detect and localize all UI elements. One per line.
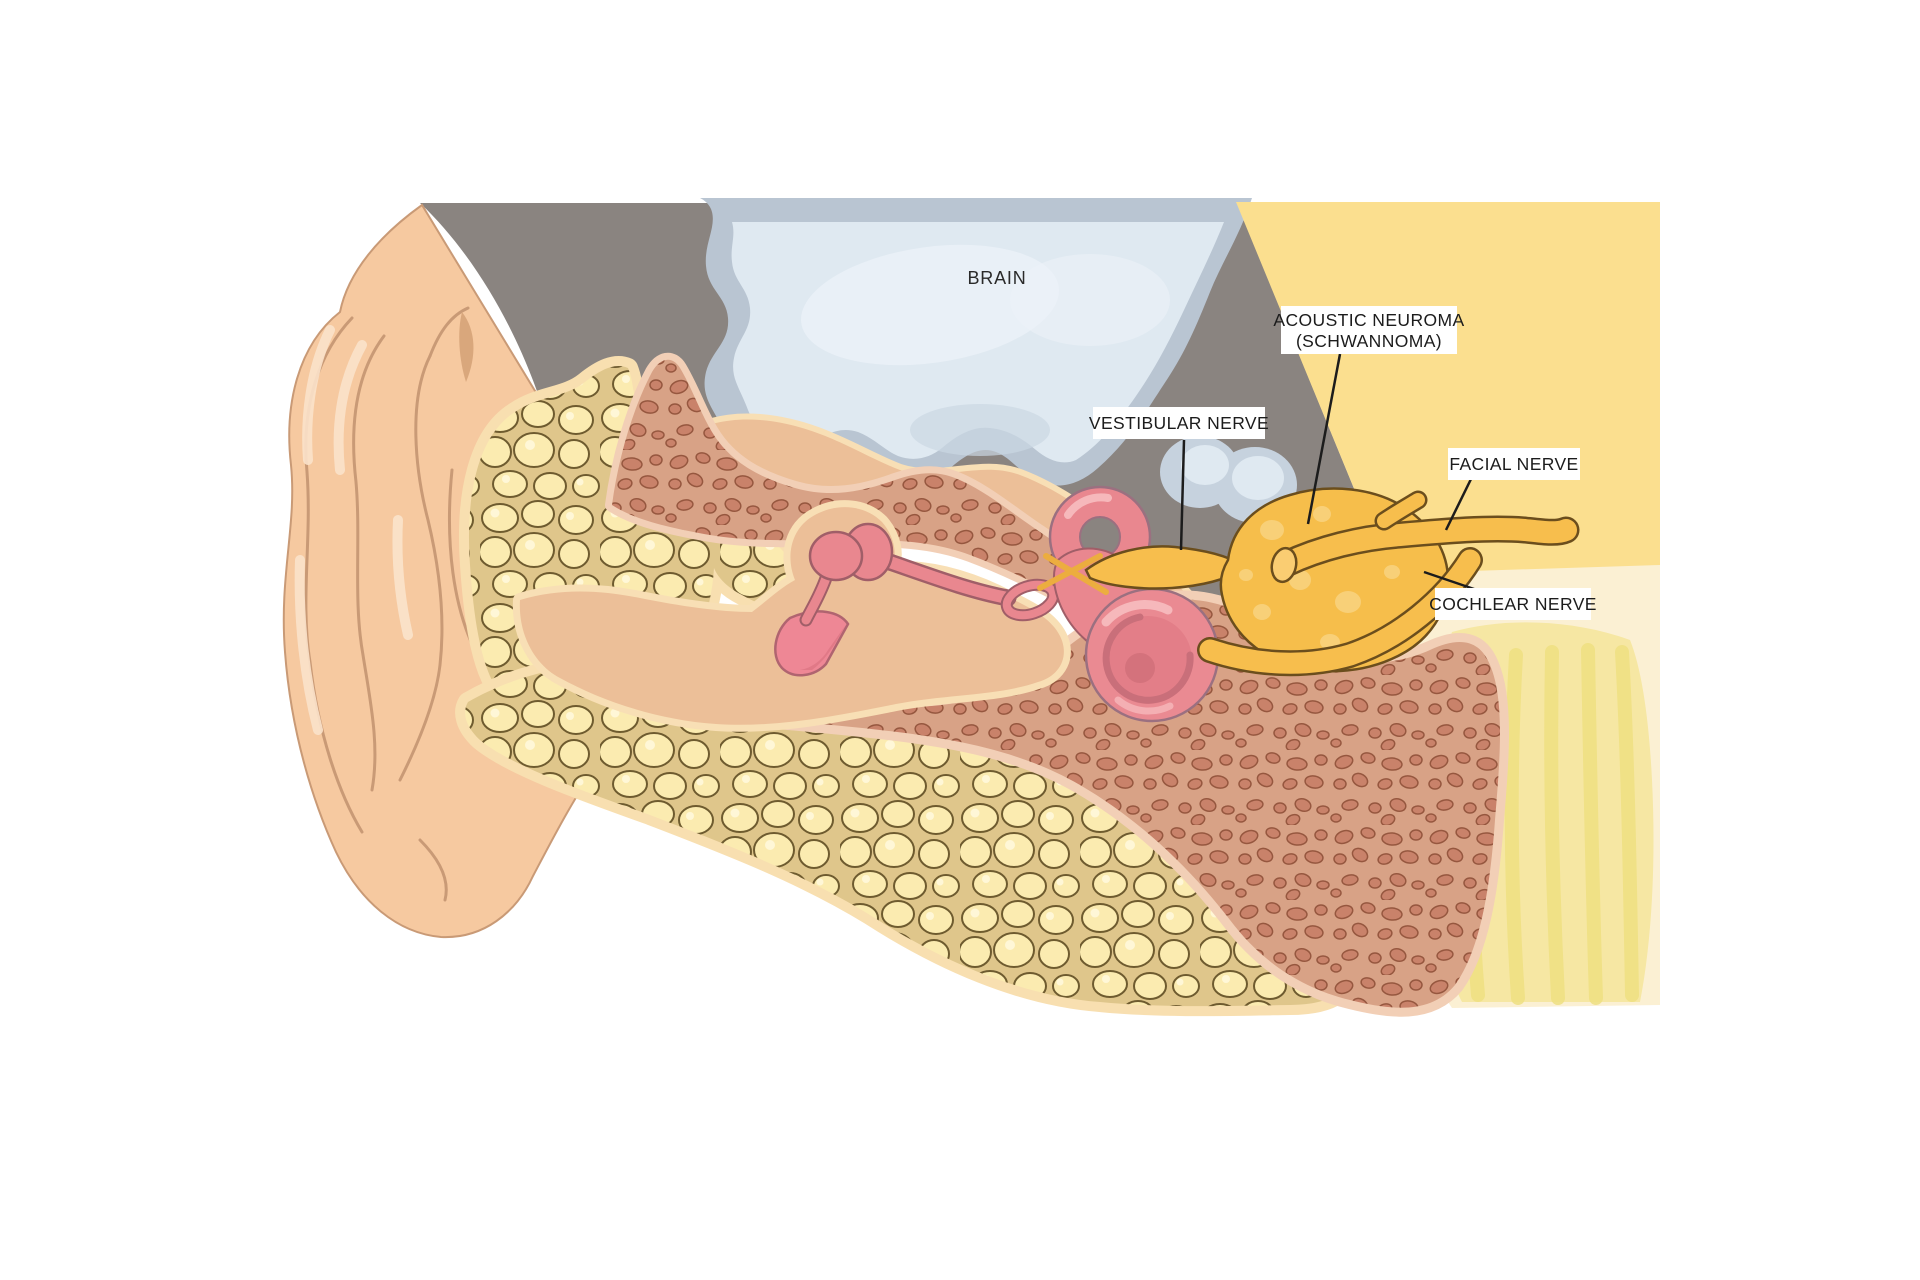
leader-lines [1179,353,1478,592]
ear-highlights [294,325,413,735]
leader-facial-nerve [1444,476,1474,531]
cranial-yellow-region [1236,202,1660,580]
facial-nerve [1270,490,1580,584]
acoustic-neuroma-tumor [1219,487,1450,673]
canal-highlight [1064,493,1112,519]
leader-vestibular-nerve [1179,439,1186,551]
leader-cochlear-nerve [1423,570,1478,592]
label-vestibular-nerve: VESTIBULAR NERVE [1089,407,1269,439]
svg-text:ACOUSTIC NEUROMA: ACOUSTIC NEUROMA [1273,310,1464,330]
facial-nerve-cut-face [1270,546,1298,584]
svg-text:VESTIBULAR NERVE: VESTIBULAR NERVE [1089,413,1269,433]
stapes-ring [1002,580,1058,620]
middle-ear [774,522,1060,677]
brain-gyrus-highlight [801,244,1059,366]
leader-acoustic-neuroma [1306,353,1342,525]
labels: BRAIN ACOUSTIC NEUROMA (SCHWANNOMA) VEST… [967,268,1596,620]
malleus-head [808,530,864,582]
tragus-shade [459,312,474,382]
svg-text:COCHLEAR NERVE: COCHLEAR NERVE [1429,594,1597,614]
malleus-handle [801,573,831,625]
cochlea [1084,587,1220,723]
facial-nerve-stub [1377,493,1425,528]
svg-text:FACIAL NERVE: FACIAL NERVE [1449,454,1578,474]
label-facial-nerve: FACIAL NERVE [1448,448,1580,480]
label-acoustic-neuroma: ACOUSTIC NEUROMA (SCHWANNOMA) [1273,306,1464,354]
label-brain: BRAIN [967,268,1026,288]
brain-gyrus-shade [910,404,1050,456]
facial-nerve-body [1275,517,1577,575]
label-cochlear-nerve: COCHLEAR NERVE [1429,588,1597,620]
brain-gyrus-highlight [1010,254,1170,346]
eardrum [774,610,850,677]
nerve-twig [1043,553,1109,595]
svg-text:(SCHWANNOMA): (SCHWANNOMA) [1296,331,1442,351]
vestibular-nerve [1037,545,1244,595]
